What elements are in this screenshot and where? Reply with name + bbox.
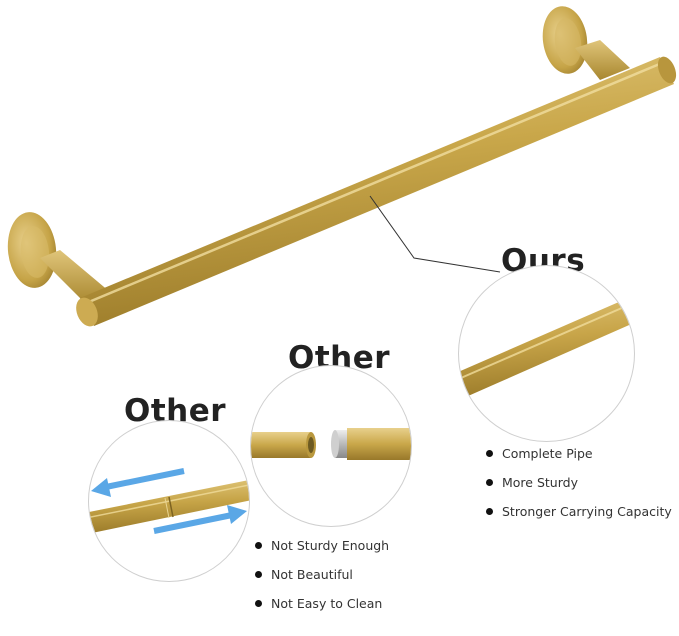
list-item: Not Sturdy Enough — [255, 537, 389, 566]
towel-bar — [76, 56, 677, 327]
complete-pipe-closeup — [459, 295, 634, 400]
other-split-pipe-circle — [250, 365, 412, 527]
list-item: Stronger Carrying Capacity — [486, 503, 672, 532]
list-item: More Sturdy — [486, 474, 672, 503]
ours-feature-list: Complete Pipe More Sturdy Stronger Carry… — [486, 445, 672, 532]
ours-zoom-circle — [458, 265, 635, 442]
other-feature-list: Not Sturdy Enough Not Beautiful Not Easy… — [255, 537, 389, 624]
bullet-dot — [486, 450, 493, 457]
right-mount-base — [542, 6, 630, 80]
other-joint-circle — [88, 420, 250, 582]
sliding-joint-closeup — [89, 468, 249, 534]
callout-pointer — [369, 195, 501, 273]
bullet-dot — [486, 508, 493, 515]
list-item: Not Easy to Clean — [255, 595, 389, 624]
bullet-dot — [255, 571, 262, 578]
split-pipe-closeup — [251, 428, 411, 460]
arrow-left-icon — [91, 468, 185, 497]
arrow-right-icon — [153, 505, 247, 534]
list-item: Complete Pipe — [486, 445, 672, 474]
towel-bar-illustration — [7, 6, 677, 327]
left-mount-base — [7, 212, 110, 304]
bullet-dot — [486, 479, 493, 486]
bullet-dot — [255, 542, 262, 549]
bullet-dot — [255, 600, 262, 607]
list-item: Not Beautiful — [255, 566, 389, 595]
